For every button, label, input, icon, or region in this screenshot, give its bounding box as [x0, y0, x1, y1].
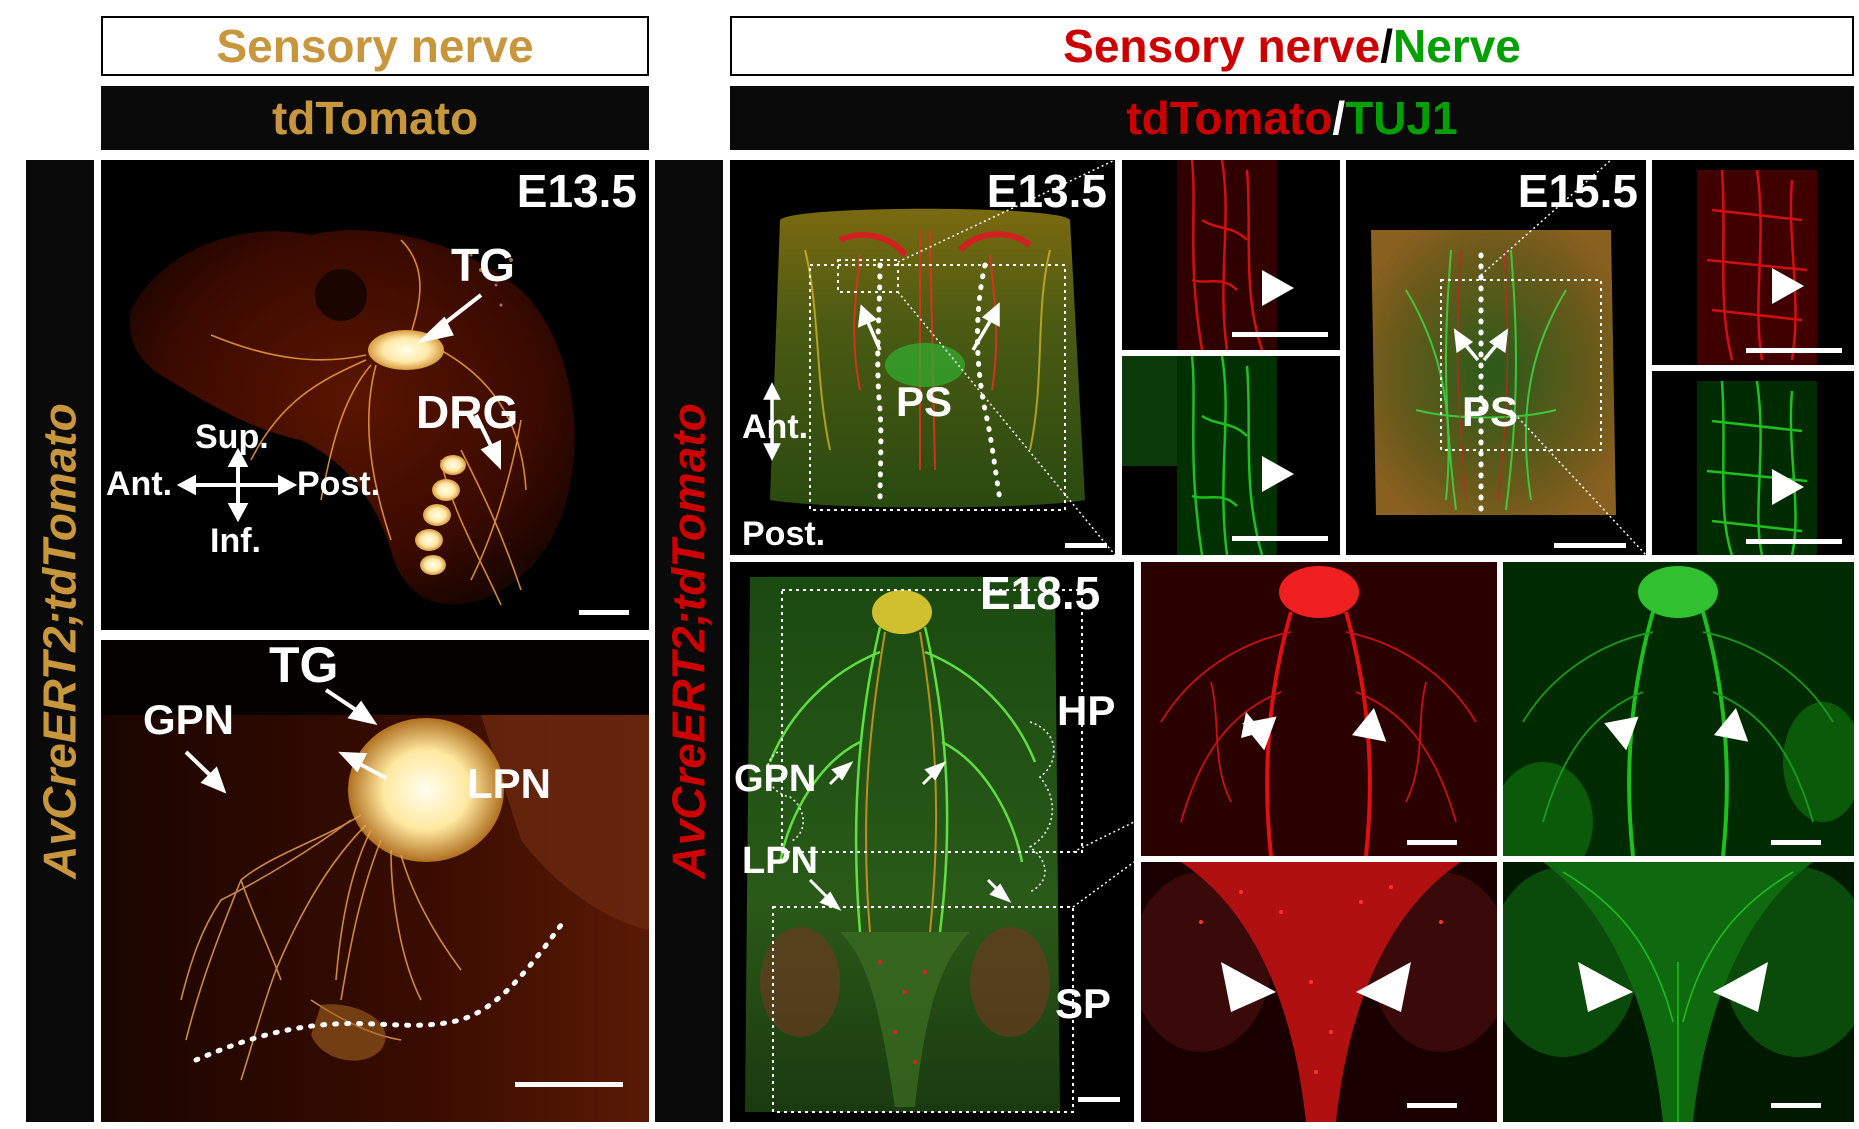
e185-sp-green-image: [1503, 862, 1854, 1122]
left-top-panel: E13.5 TG DRG Sup. Inf. Ant. Post.: [101, 160, 649, 630]
label-tg-zoom: TG: [269, 640, 339, 693]
label-lpn: LPN: [467, 760, 551, 807]
stage-label-e185: E18.5: [980, 567, 1101, 619]
scale-bar: [1078, 1097, 1120, 1102]
right-header: Sensory nerve/Nerve: [730, 16, 1854, 76]
left-bottom-panel: TG GPN LPN: [101, 640, 649, 1122]
scale-bar: [1232, 332, 1328, 337]
label-gpn-e185: GPN: [734, 758, 817, 800]
e185-hp-red: [1141, 562, 1497, 856]
scale-bar: [1407, 1103, 1457, 1108]
label-hp: HP: [1057, 687, 1116, 734]
scale-bar: [579, 610, 629, 615]
e135-inset-green-image: [1122, 356, 1294, 555]
e135-inset-red-image: [1177, 160, 1294, 350]
embryo-image: [129, 230, 575, 606]
label-ant-e135: Ant.: [742, 408, 809, 446]
e185-palate-image: [745, 577, 1134, 1113]
scale-bar: [1232, 536, 1328, 541]
right-header-sep: /: [1380, 20, 1393, 72]
e135-palate-panel: E13.5 PS Ant. Post.: [730, 160, 1115, 555]
e155-inset-green-image: [1697, 380, 1817, 555]
e185-palate-panel: E18.5 HP GPN LPN SP: [730, 562, 1134, 1122]
compass-sup: Sup.: [195, 418, 269, 456]
scale-bar: [1746, 539, 1842, 544]
compass-ant: Ant.: [106, 465, 173, 503]
scale-bar: [1407, 840, 1457, 845]
scale-bar: [515, 1082, 623, 1087]
compass-post: Post.: [297, 465, 381, 503]
right-subheader-part2: TUJ1: [1345, 92, 1458, 144]
e155-inset-red: [1652, 160, 1854, 365]
e135-inset-red: [1122, 160, 1340, 350]
stage-label-e135-left: E13.5: [516, 165, 637, 217]
label-ps-e155: PS: [1462, 388, 1519, 435]
label-sp: SP: [1055, 980, 1112, 1027]
scale-bar: [1771, 1103, 1821, 1108]
scale-bar: [1554, 543, 1626, 548]
e155-palate-image: [1371, 160, 1646, 555]
e185-sp-red: [1141, 862, 1497, 1122]
e155-inset-red-image: [1697, 169, 1817, 365]
e135-palate-image: [763, 160, 1115, 555]
left-side-label: AvCreERT2;tdTomato: [26, 160, 94, 1122]
label-tg: TG: [451, 239, 515, 291]
tg-zoom-image: [101, 640, 649, 1122]
e185-sp-red-image: [1141, 862, 1497, 1122]
right-header-part1: Sensory nerve: [1063, 20, 1381, 72]
right-subheader-sep: /: [1332, 92, 1346, 144]
scale-bar: [1746, 348, 1842, 353]
right-header-part2: Nerve: [1392, 20, 1521, 72]
label-post-e135: Post.: [742, 515, 826, 553]
label-ps-e135: PS: [896, 378, 953, 425]
label-drg: DRG: [416, 386, 519, 438]
e155-palate-panel: E15.5 PS: [1346, 160, 1646, 555]
compass-inf: Inf.: [210, 522, 261, 560]
e155-inset-green: [1652, 371, 1854, 555]
left-header: Sensory nerve: [101, 16, 649, 76]
right-subheader-part1: tdTomato: [1126, 92, 1333, 144]
e185-hp-green: [1503, 562, 1854, 856]
right-side-label: AvCreERT2;tdTomato: [655, 160, 723, 1122]
e135-inset-green: [1122, 356, 1340, 555]
label-lpn-e185: LPN: [742, 840, 818, 882]
left-subheader: tdTomato: [101, 86, 649, 150]
left-subheader-text: tdTomato: [271, 92, 479, 144]
e185-hp-red-image: [1141, 562, 1497, 856]
stage-label-e135-palate: E13.5: [986, 165, 1107, 217]
right-subheader: tdTomato/TUJ1: [730, 86, 1854, 150]
label-gpn: GPN: [143, 696, 235, 743]
scale-bar: [1065, 543, 1107, 548]
e185-sp-green: [1503, 862, 1854, 1122]
stage-label-e155: E15.5: [1517, 165, 1638, 217]
scale-bar: [1771, 840, 1821, 845]
left-header-text: Sensory nerve: [216, 20, 534, 72]
e185-hp-green-image: [1503, 562, 1854, 856]
